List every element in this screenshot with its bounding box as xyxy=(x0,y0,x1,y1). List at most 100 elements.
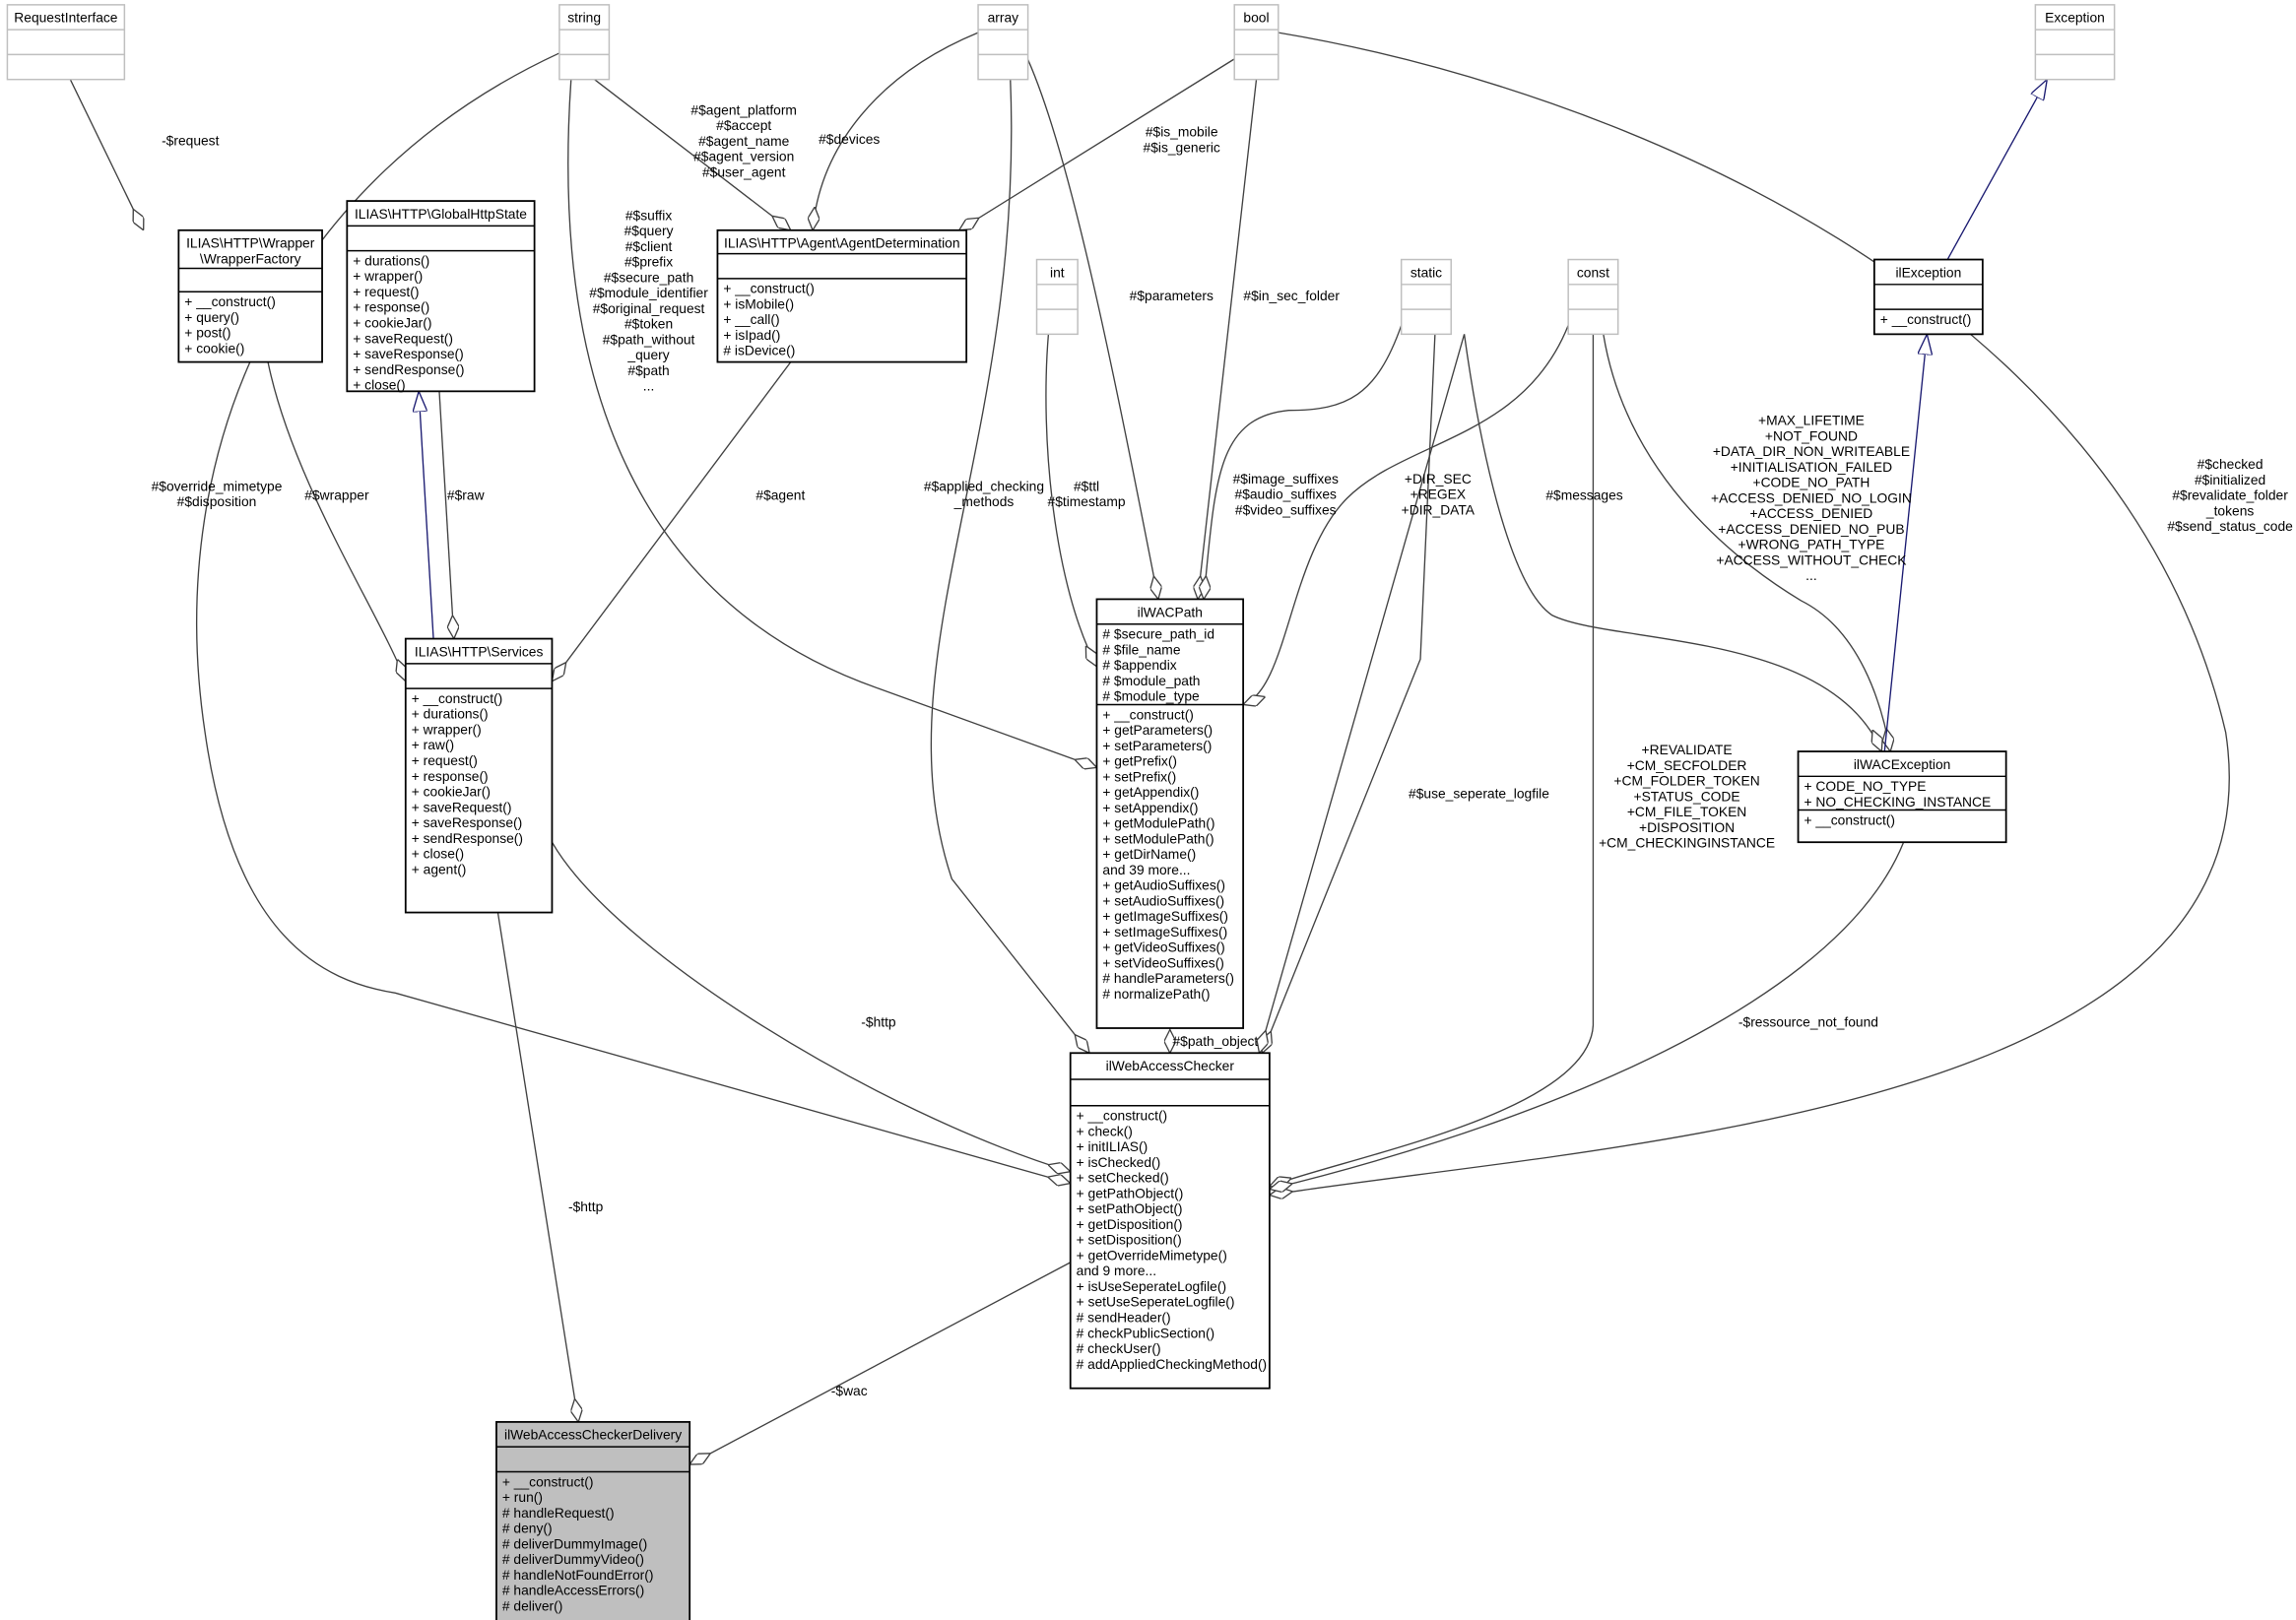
class-method: + getPathObject() xyxy=(1077,1185,1184,1200)
class-method: + isIpad() xyxy=(723,327,780,343)
edge-label-line: +ACCESS_DENIED_NO_PUB xyxy=(1718,521,1904,537)
class-method: + setPrefix() xyxy=(1102,768,1176,784)
edge-label-line: +WRONG_PATH_TYPE xyxy=(1738,537,1885,552)
class-box-il-wac-exception[interactable]: ilWACException+ CODE_NO_TYPE+ NO_CHECKIN… xyxy=(1797,750,2007,844)
class-box-il-web-access-checker[interactable]: ilWebAccessChecker+ __construct()+ check… xyxy=(1069,1052,1271,1390)
class-method: # checkUser() xyxy=(1077,1340,1161,1356)
edge-label-line: #$send_status_code xyxy=(2167,518,2293,534)
class-box-il-exception[interactable]: ilException + __construct() xyxy=(1872,258,1984,336)
edge-label-agent-strings: #$agent_platform#$accept#$agent_name#$ag… xyxy=(690,101,797,179)
edge-label-line: #$user_agent xyxy=(702,163,786,179)
class-method: + isUseSeperateLogfile() xyxy=(1077,1278,1226,1294)
edge-wac xyxy=(689,1262,1072,1464)
edge-label-line: #$in_sec_folder xyxy=(1243,288,1340,303)
edge-label-line: #$initialized xyxy=(2195,472,2265,487)
class-box-frame xyxy=(495,1421,691,1620)
edge-wrapper xyxy=(267,361,406,681)
class-name: ilWACException xyxy=(1854,756,1951,772)
edge-string-path xyxy=(567,79,1097,768)
class-method: # addAppliedCheckingMethod() xyxy=(1077,1356,1268,1372)
edge-label-line: #$audio_suffixes xyxy=(1235,486,1338,502)
class-box-bool[interactable]: bool xyxy=(1233,4,1279,81)
edge-label-const-codes: +MAX_LIFETIME+NOT_FOUND+DATA_DIR_NON_WRI… xyxy=(1711,413,1912,584)
edge-label-line: #$wrapper xyxy=(304,486,369,502)
class-box-il-wac-path[interactable]: ilWACPath# $secure_path_id# $file_name# … xyxy=(1095,598,1245,1029)
class-name: static xyxy=(1410,264,1442,280)
class-method: + request() xyxy=(353,284,419,299)
class-method: + sendResponse() xyxy=(412,830,523,846)
edge-label-line: _methods xyxy=(953,493,1015,509)
edge-label-line: #$checked xyxy=(2198,456,2263,472)
class-name: ILIAS\HTTP\Wrapper xyxy=(186,235,315,251)
class-method: + request() xyxy=(412,752,478,768)
edge-const-codes xyxy=(1603,334,1890,751)
edge-label-request: -$request xyxy=(162,133,220,149)
edge-label-wac: -$wac xyxy=(831,1383,868,1398)
class-method: # sendHeader() xyxy=(1077,1310,1171,1326)
class-box-il-web-access-checker-delivery[interactable]: ilWebAccessCheckerDelivery+ __construct(… xyxy=(495,1421,691,1620)
edge-label-line: -$wac xyxy=(831,1383,868,1398)
class-box-global-http-state[interactable]: ILIAS\HTTP\GlobalHttpState+ durations()+… xyxy=(346,200,536,393)
class-box-frame xyxy=(2034,4,2116,81)
class-method: + __construct() xyxy=(1880,311,1972,327)
edge-label-line: +DATA_DIR_NON_WRITEABLE xyxy=(1713,443,1910,459)
class-method: # normalizePath() xyxy=(1102,986,1210,1002)
class-box-wrapper-factory[interactable]: ILIAS\HTTP\Wrapper\WrapperFactory+ __con… xyxy=(177,228,323,363)
class-attribute: # $module_type xyxy=(1102,688,1200,704)
edge-label-line: #$is_generic xyxy=(1144,139,1220,155)
class-method: and 39 more... xyxy=(1102,862,1190,877)
class-method: # deliverDummyImage() xyxy=(502,1535,647,1551)
class-name: ilException xyxy=(1895,264,1961,280)
class-attribute: # $module_path xyxy=(1102,673,1200,688)
edge-label-parameters: #$parameters xyxy=(1130,288,1214,303)
class-name: array xyxy=(988,10,1019,26)
class-method: + setUseSeperateLogfile() xyxy=(1077,1294,1235,1310)
edge-devices xyxy=(813,32,979,230)
class-method: + agent() xyxy=(412,861,467,876)
class-method: + saveRequest() xyxy=(353,330,453,346)
edge-label-line: #$agent_platform xyxy=(690,101,797,117)
edge-label-line: ... xyxy=(1805,567,1817,583)
class-method: + durations() xyxy=(353,252,429,268)
edge-http-delivery xyxy=(496,912,578,1422)
class-box-agent-determination[interactable]: ILIAS\HTTP\Agent\AgentDetermination+ __c… xyxy=(716,228,968,363)
class-box-static[interactable]: static xyxy=(1400,258,1452,336)
class-attribute: # $file_name xyxy=(1102,641,1180,657)
edge-label-line: #$disposition xyxy=(177,493,257,509)
class-box-frame xyxy=(1567,258,1619,336)
edge-label-line: _query xyxy=(626,347,669,362)
edge-ttl xyxy=(1045,334,1097,666)
class-method: + saveResponse() xyxy=(353,346,463,361)
class-box-string[interactable]: string xyxy=(558,4,611,81)
class-method: + setModulePath() xyxy=(1102,830,1214,846)
edge-label-line: +CM_SECFOLDER xyxy=(1627,757,1747,773)
class-box-frame xyxy=(177,228,323,363)
class-box-const[interactable]: const xyxy=(1567,258,1619,336)
class-method: + sendResponse() xyxy=(353,361,464,377)
class-method: + setAudioSuffixes() xyxy=(1102,892,1224,908)
class-method: + run() xyxy=(502,1489,543,1505)
class-box-int[interactable]: int xyxy=(1035,258,1079,336)
class-method: + getAudioSuffixes() xyxy=(1102,877,1225,893)
edge-label-line: +REVALIDATE xyxy=(1642,742,1733,757)
class-box-frame xyxy=(6,4,126,81)
class-method: + __call() xyxy=(723,311,779,327)
class-box-frame xyxy=(346,200,536,393)
class-box-frame xyxy=(1233,4,1279,81)
edge-label-line: #$prefix xyxy=(624,254,673,270)
class-box-exception[interactable]: Exception xyxy=(2034,4,2116,81)
class-box-array[interactable]: array xyxy=(977,4,1029,81)
edge-label-line: +ACCESS_DENIED xyxy=(1750,505,1873,521)
edge-label-line: #$image_suffixes xyxy=(1233,471,1339,486)
class-method: and 9 more... xyxy=(1077,1263,1156,1278)
edge-label-string-path: #$suffix#$query#$client#$prefix#$secure_… xyxy=(589,207,708,393)
class-method: + response() xyxy=(353,299,429,315)
class-method: + raw() xyxy=(412,737,454,752)
class-box-request-interface[interactable]: RequestInterface xyxy=(6,4,126,81)
edge-label-devices: #$devices xyxy=(819,131,880,147)
edge-label-line: +CM_CHECKINGINSTANCE xyxy=(1599,835,1775,851)
class-method: # checkPublicSection() xyxy=(1077,1325,1215,1340)
class-box-services[interactable]: ILIAS\HTTP\Services+ __construct()+ dura… xyxy=(404,637,554,914)
edge-label-line: _tokens xyxy=(2205,502,2254,518)
